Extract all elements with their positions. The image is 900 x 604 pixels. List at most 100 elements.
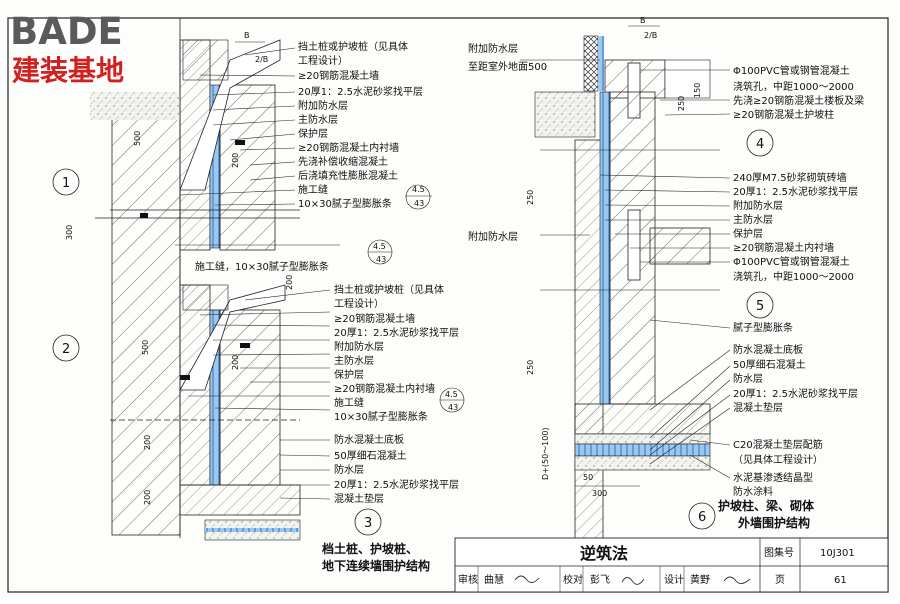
caption-3-line1: 档土桩、护坡桩、 — [322, 541, 418, 556]
svg-text:至距室外地面500: 至距室外地面500 — [468, 60, 547, 73]
svg-text:主防水层: 主防水层 — [733, 213, 773, 226]
detail-marker-1: 1 — [52, 168, 80, 196]
svg-text:≥20钢筋混凝土墙: ≥20钢筋混凝土墙 — [334, 312, 415, 325]
svg-text:附加防水层: 附加防水层 — [733, 199, 783, 212]
svg-text:挡土桩或护坡桩（见具体: 挡土桩或护坡桩（见具体 — [334, 283, 444, 296]
caption-6-line2: 外墙围护结构 — [738, 515, 810, 530]
soil-top — [90, 92, 180, 120]
reviewer-signature — [514, 575, 540, 583]
page-label: 页 — [775, 574, 785, 586]
title-block: 逆筑法 图集号 10J301 审核 曲慧 校对 彭飞 设计 黄野 页 61 — [454, 537, 889, 593]
svg-text:保护层: 保护层 — [733, 227, 763, 240]
detail-1-labels: 挡土桩或护坡桩（见具体 工程设计） ≥20钢筋混凝土墙 20厚1：2.5水泥砂浆… — [298, 40, 432, 210]
detail-2-labels: 挡土桩或护坡桩（见具体 工程设计） ≥20钢筋混凝土墙 20厚1：2.5水泥砂浆… — [334, 283, 465, 423]
caption-6-line1: 护坡柱、梁、砌体 — [718, 498, 815, 513]
svg-text:≥20钢筋混凝土墙: ≥20钢筋混凝土墙 — [298, 69, 379, 82]
svg-text:腻子型膨胀条: 腻子型膨胀条 — [733, 321, 793, 334]
svg-text:2: 2 — [62, 342, 70, 357]
svg-text:浇筑孔，中距1000～2000: 浇筑孔，中距1000～2000 — [733, 80, 854, 93]
drawing-title: 逆筑法 — [580, 544, 628, 563]
dim-200-3: 200 — [231, 355, 240, 370]
svg-text:C20混凝土垫层配筋: C20混凝土垫层配筋 — [733, 438, 823, 451]
detail-marker-6: 6 — [688, 502, 716, 530]
svg-text:Φ100PVC管或钢管混凝土: Φ100PVC管或钢管混凝土 — [733, 255, 850, 268]
dim-200-2: 200 — [285, 275, 294, 290]
svg-text:D+(50～100): D+(50～100) — [541, 427, 550, 480]
designer-signature — [723, 576, 751, 584]
svg-text:5: 5 — [756, 299, 764, 314]
dim-b: B — [244, 31, 250, 40]
svg-text:10×30腻子型膨胀条: 10×30腻子型膨胀条 — [334, 410, 428, 423]
detail-marker-2: 2 — [52, 334, 80, 362]
svg-text:10×30腻子型膨胀条: 10×30腻子型膨胀条 — [298, 197, 392, 210]
detail-5-labels: 附加防水层 240厚M7.5砂浆砌筑砖墙 20厚1：2.5水泥砂浆找平层 附加防… — [468, 171, 858, 283]
reviewer-name: 曲慧 — [484, 573, 504, 586]
svg-text:防水混凝土底板: 防水混凝土底板 — [733, 343, 803, 356]
svg-text:20厚1：2.5水泥砂浆找平层: 20厚1：2.5水泥砂浆找平层 — [298, 85, 423, 98]
svg-text:Φ100PVC管或钢管混凝土: Φ100PVC管或钢管混凝土 — [733, 64, 850, 77]
pvc-pipe-5 — [627, 209, 641, 281]
svg-text:浇筑孔，中距1000～2000: 浇筑孔，中距1000～2000 — [733, 270, 854, 283]
svg-text:4.5: 4.5 — [412, 185, 425, 194]
svg-text:1: 1 — [62, 176, 70, 191]
svg-text:附加防水层: 附加防水层 — [334, 340, 384, 353]
detail-marker-5: 5 — [746, 291, 774, 319]
svg-text:防水层: 防水层 — [334, 463, 364, 476]
svg-text:保护层: 保护层 — [298, 127, 328, 140]
svg-text:B: B — [640, 16, 646, 25]
detail-3-labels: 防水混凝土底板 50厚细石混凝土 防水层 20厚1：2.5水泥砂浆找平层 混凝土… — [322, 433, 459, 573]
construction-joint-label: 施工缝，10×30腻子型膨胀条 4.5 43 — [195, 239, 393, 273]
detail-marker-4: 4 — [746, 129, 774, 157]
svg-text:4.5: 4.5 — [445, 390, 458, 399]
waterproof-layer-right — [599, 91, 611, 405]
svg-text:50厚细石混凝土: 50厚细石混凝土 — [733, 358, 806, 371]
svg-text:先浇≥20钢筋混凝土楼板及梁: 先浇≥20钢筋混凝土楼板及梁 — [733, 94, 864, 107]
review-label: 审核 — [458, 573, 478, 586]
svg-text:4.5: 4.5 — [373, 242, 386, 251]
svg-text:150: 150 — [693, 83, 702, 98]
logo-word: BADE — [10, 10, 123, 53]
checker-name: 彭飞 — [590, 573, 610, 586]
dim-200-4: 200 — [143, 435, 152, 450]
dim-200-5: 200 — [143, 490, 152, 505]
inner-lining-wall-1 — [219, 84, 276, 251]
caption-3-line2: 地下连续墙围护结构 — [322, 558, 430, 573]
svg-text:250: 250 — [526, 190, 535, 205]
detail-marker-3: 3 — [354, 508, 382, 536]
dim-500-1: 500 — [133, 131, 142, 146]
svg-text:防水层: 防水层 — [733, 372, 763, 385]
svg-text:20厚1：2.5水泥砂浆找平层: 20厚1：2.5水泥砂浆找平层 — [733, 387, 858, 400]
svg-text:挡土桩或护坡桩（见具体: 挡土桩或护坡桩（见具体 — [298, 40, 408, 53]
svg-text:主防水层: 主防水层 — [334, 354, 374, 367]
atlas-number: 10J301 — [820, 548, 855, 559]
svg-text:混凝土垫层: 混凝土垫层 — [334, 492, 384, 505]
retaining-pile-left — [111, 94, 181, 536]
svg-text:250: 250 — [526, 360, 535, 375]
check-label: 校对 — [563, 573, 583, 586]
svg-text:≥20钢筋混凝土内衬墙: ≥20钢筋混凝土内衬墙 — [733, 241, 834, 254]
dim-500-2: 500 — [141, 340, 150, 355]
design-label: 设计 — [664, 573, 684, 586]
svg-text:≥20钢筋混凝土护坡柱: ≥20钢筋混凝土护坡柱 — [733, 108, 834, 121]
svg-text:20厚1：2.5水泥砂浆找平层: 20厚1：2.5水泥砂浆找平层 — [334, 478, 459, 491]
brick-top-4 — [583, 35, 599, 92]
svg-text:附加防水层: 附加防水层 — [468, 230, 518, 243]
logo-subtitle: 建装基地 — [12, 54, 124, 87]
svg-text:20厚1：2.5水泥砂浆找平层: 20厚1：2.5水泥砂浆找平层 — [733, 185, 858, 198]
dim-300: 300 — [65, 225, 74, 240]
atlas-label: 图集号 — [764, 546, 794, 559]
svg-text:≥20钢筋混凝土内衬墙: ≥20钢筋混凝土内衬墙 — [298, 141, 399, 154]
svg-text:防水混凝土底板: 防水混凝土底板 — [334, 433, 404, 446]
svg-text:240厚M7.5砂浆砌筑砖墙: 240厚M7.5砂浆砌筑砖墙 — [733, 171, 847, 184]
svg-text:3: 3 — [364, 516, 372, 531]
dimensions-left: B 2/B 500 200 300 200 500 200 200 200 — [65, 31, 294, 505]
svg-text:≥20钢筋混凝土内衬墙: ≥20钢筋混凝土内衬墙 — [334, 382, 435, 395]
detail-4-labels: 附加防水层 至距室外地面500 Φ100PVC管或钢管混凝土 浇筑孔，中距100… — [468, 42, 864, 121]
svg-text:4: 4 — [756, 137, 764, 152]
svg-text:混凝土垫层: 混凝土垫层 — [733, 401, 783, 414]
svg-text:50厚细石混凝土: 50厚细石混凝土 — [334, 449, 407, 462]
svg-text:50: 50 — [583, 473, 593, 482]
svg-text:43: 43 — [448, 403, 458, 412]
detail-6-labels: 腻子型膨胀条 防水混凝土底板 50厚细石混凝土 防水层 20厚1：2.5水泥砂浆… — [718, 321, 858, 530]
